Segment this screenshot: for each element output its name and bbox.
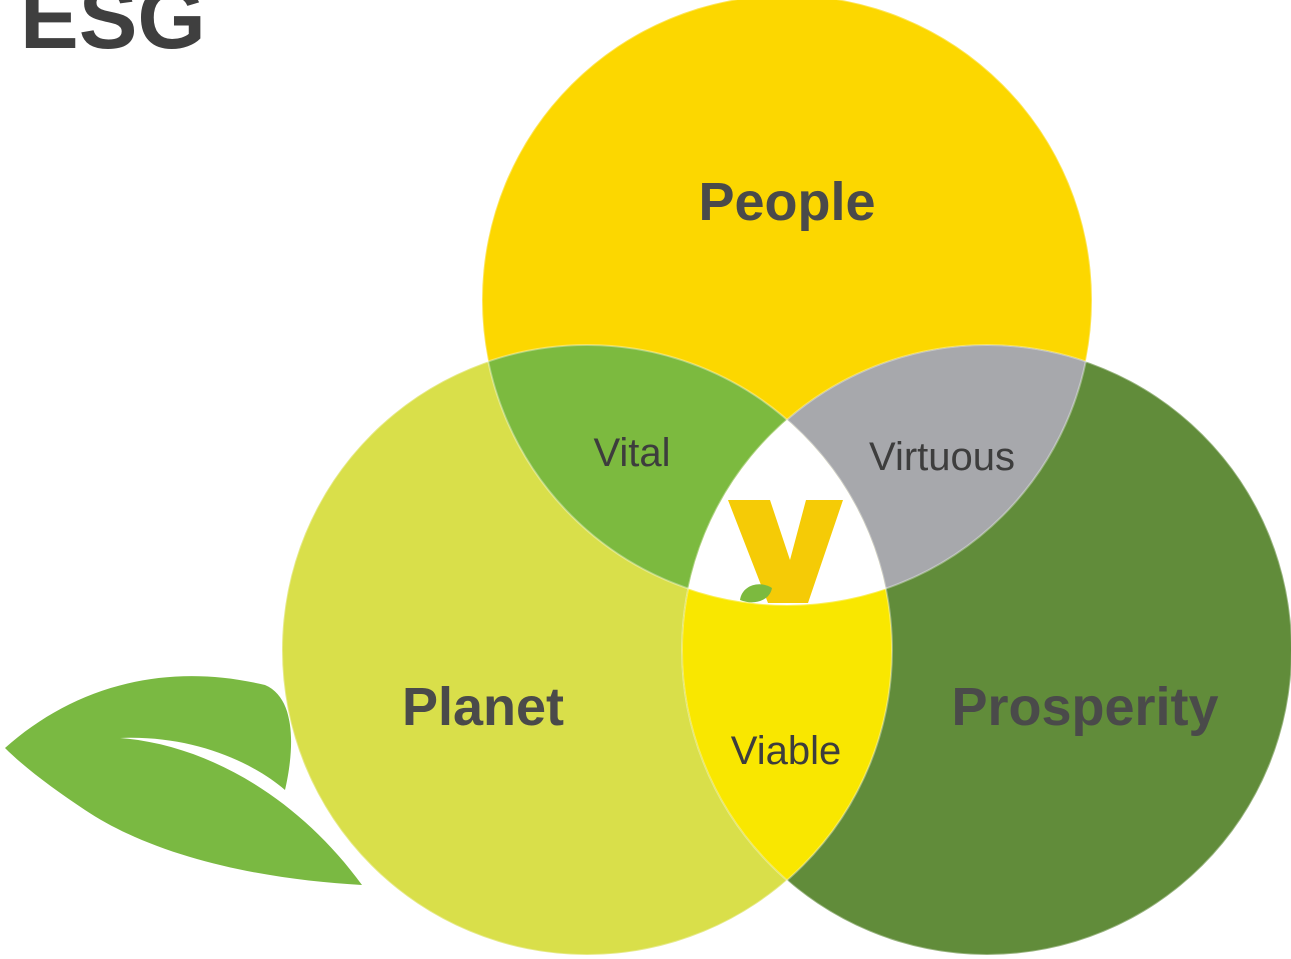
leaf-shape bbox=[5, 676, 362, 885]
v-logo-icon bbox=[728, 500, 843, 603]
vital-label: Vital bbox=[593, 431, 670, 475]
prosperity-label: Prosperity bbox=[951, 677, 1218, 737]
page-title: ESG bbox=[20, 0, 206, 67]
virtuous-label: Virtuous bbox=[869, 435, 1015, 479]
leaf-icon bbox=[5, 676, 362, 885]
people-label: People bbox=[698, 172, 875, 232]
viable-label: Viable bbox=[731, 729, 841, 773]
center-overlap bbox=[682, 345, 892, 605]
planet-label: Planet bbox=[402, 677, 564, 737]
